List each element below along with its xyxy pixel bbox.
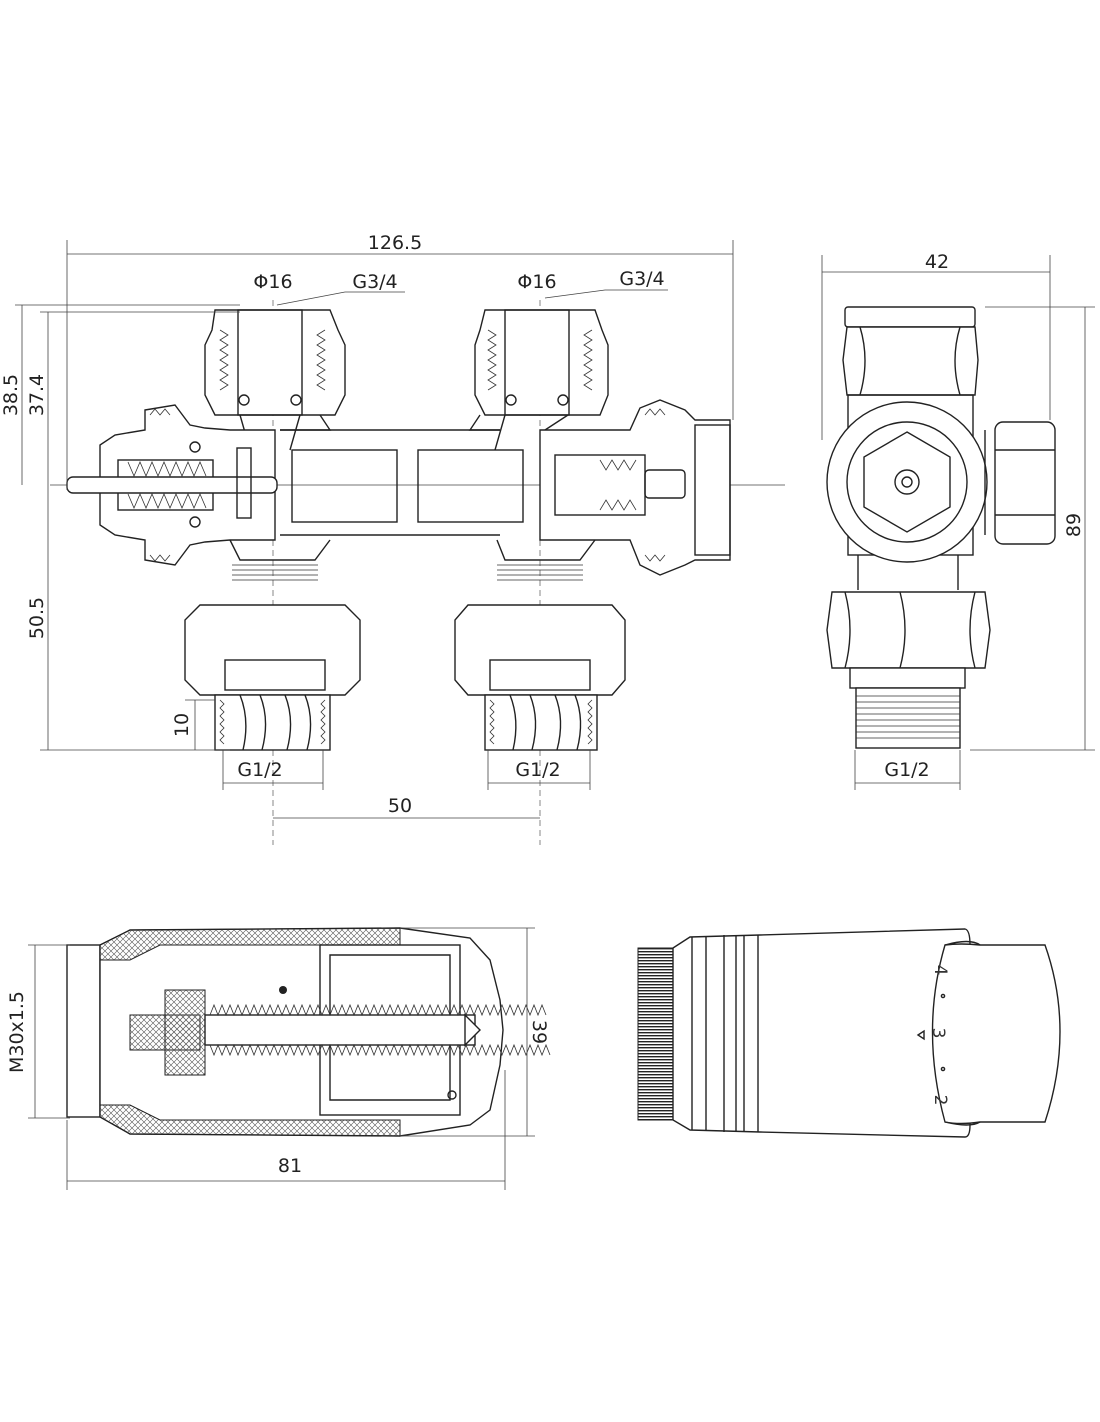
dial-mark-4: 4 — [930, 965, 950, 976]
dim-thread-length: 10 — [171, 713, 193, 737]
dim-overall-width: 126.5 — [368, 232, 422, 254]
dim-connection-thread: M30x1.5 — [6, 991, 28, 1073]
side-view-dimensions — [821, 255, 1095, 790]
dim-left-pipe-diameter: Φ16 — [253, 271, 292, 293]
dim-right-pipe-diameter: Φ16 — [517, 271, 556, 293]
thermostat-cross-section — [66, 927, 551, 1137]
side-view-valve — [826, 306, 1056, 749]
front-view-dimensions — [15, 240, 734, 819]
dial-mark-2: 2 — [930, 1095, 950, 1106]
dim-height-bottom: 50.5 — [26, 597, 48, 639]
dim-left-thread: G3/4 — [352, 271, 397, 293]
dim-left-outlet-thread: G1/2 — [237, 759, 282, 781]
dim-thermostat-length: 81 — [278, 1155, 302, 1177]
thermostat-section-dimensions — [28, 927, 535, 1190]
thermostat-head-view — [637, 928, 1061, 1138]
front-view-valve-body — [50, 300, 785, 845]
dim-outlet-spacing: 50 — [388, 795, 412, 817]
dial-mark-3: 3 — [928, 1028, 948, 1039]
dim-right-outlet-thread: G1/2 — [515, 759, 560, 781]
dim-side-height: 89 — [1063, 513, 1085, 537]
dim-thermostat-diameter: 39 — [528, 1020, 550, 1044]
dim-height-top-outer: 38.5 — [0, 374, 22, 416]
dim-right-thread: G3/4 — [619, 268, 664, 290]
dim-side-width: 42 — [925, 251, 949, 273]
dim-height-top-inner: 37.4 — [26, 374, 48, 416]
dim-side-outlet-thread: G1/2 — [884, 759, 929, 781]
